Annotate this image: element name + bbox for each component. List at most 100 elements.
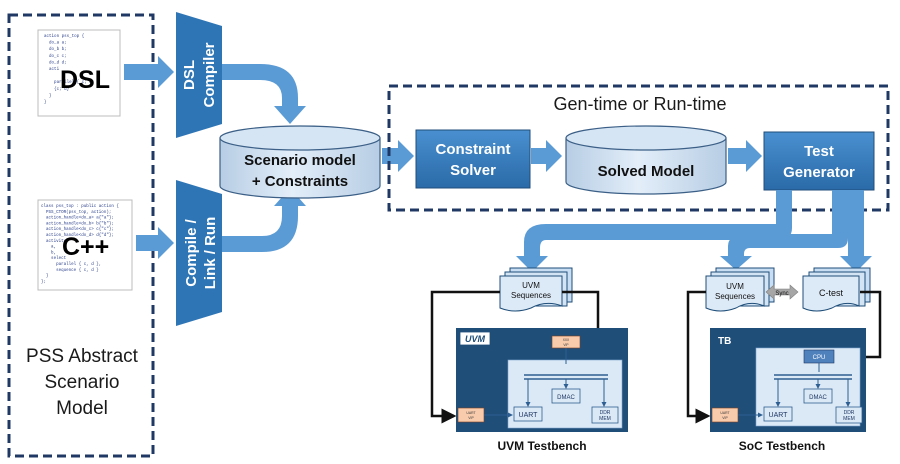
code-line: {c; d} bbox=[44, 87, 70, 92]
compile-link-run-box: Compile / Link / Run bbox=[176, 180, 222, 326]
uvm-ddr-line1: DDR bbox=[600, 410, 611, 416]
uvm-seq-right-line1: UVM bbox=[726, 282, 744, 291]
code-line: } bbox=[44, 93, 52, 98]
scenario-model-cylinder: Scenario model + Constraints bbox=[219, 125, 381, 199]
soc-ddr-block: DDR MEM bbox=[835, 406, 863, 424]
gen-time-region bbox=[387, 84, 890, 212]
code-line: activity bbox=[41, 239, 67, 244]
uvm-uart-vip: UART VIP bbox=[457, 407, 485, 423]
uvm-seq-left-line2: Sequences bbox=[511, 291, 551, 300]
soc-uart-vip: UART VIP bbox=[711, 407, 739, 423]
code-line: do_a a; bbox=[44, 41, 67, 46]
uvm-uart-block: UART bbox=[513, 406, 543, 422]
test-generator-box: Test Generator bbox=[763, 131, 875, 191]
soc-uart-vip-line2: VIP bbox=[722, 416, 728, 420]
dsl-big-label: DSL bbox=[60, 66, 110, 94]
uvm-uart-label: UART bbox=[519, 412, 539, 419]
soc-uart-block: UART bbox=[763, 406, 793, 422]
sync-arrow: Sync bbox=[765, 284, 799, 300]
dsl-compiler-box: DSL Compiler bbox=[176, 12, 222, 138]
code-line: action_handle<do_a> a{"a"}; bbox=[41, 216, 114, 221]
soc-ddr-line2: MEM bbox=[843, 416, 855, 422]
test-generator-line2: Generator bbox=[783, 164, 855, 181]
scenario-model-line1: Scenario model bbox=[244, 152, 356, 169]
code-line: } bbox=[44, 100, 47, 105]
arrow-dsl-to-compiler bbox=[124, 56, 174, 88]
constraint-solver-box: Constraint Solver bbox=[415, 129, 531, 189]
uvm-dmac-label: DMAC bbox=[557, 395, 575, 401]
soc-ddr-line1: DDR bbox=[844, 410, 855, 416]
soc-testbench-caption: SoC Testbench bbox=[739, 439, 825, 453]
c-test-label: C-test bbox=[819, 288, 844, 298]
uvm-sequences-right: UVM Sequences bbox=[705, 267, 775, 312]
code-line: class pss_top : public action { bbox=[41, 204, 119, 209]
soc-cpu-label: CPU bbox=[813, 355, 826, 361]
code-line: action_handle<do_b> b{"b"}; bbox=[41, 221, 114, 226]
code-line: sequence { c, d } bbox=[41, 268, 99, 273]
arrow-compiler-to-scenario bbox=[222, 64, 306, 124]
arrow-generator-to-right-uvm bbox=[720, 190, 848, 270]
soc-cpu-block: CPU bbox=[803, 349, 835, 364]
uvm-dmac-block: DMAC bbox=[551, 388, 581, 404]
code-line: b, bbox=[41, 250, 56, 255]
uvm-top-vip: XXX VIP bbox=[551, 335, 581, 349]
arrow-model-to-generator bbox=[728, 140, 762, 172]
soc-dmac-label: DMAC bbox=[809, 395, 827, 401]
soc-tb-label: TB bbox=[718, 336, 731, 347]
arrow-scenario-to-solver bbox=[382, 140, 414, 172]
solved-model-cylinder: Solved Model bbox=[565, 125, 727, 195]
uvm-top-vip-line1: XXX bbox=[563, 338, 570, 342]
arrow-cpp-to-compile bbox=[136, 227, 174, 259]
code-line: do_c c; bbox=[44, 54, 67, 59]
code-line: PSS_CTOR(pss_top, action); bbox=[41, 210, 111, 215]
uvm-logo-text: UVM bbox=[465, 334, 486, 344]
solved-model-label: Solved Model bbox=[598, 163, 695, 180]
uvm-left-connector-left bbox=[430, 290, 500, 424]
uvm-ddr-line2: MEM bbox=[599, 416, 611, 422]
code-line: parallel { c, d }, bbox=[41, 262, 101, 267]
cpp-code-card: class pss_top : public action { PSS_CTOR… bbox=[37, 199, 133, 291]
uvm-sequences-left: UVM Sequences bbox=[499, 267, 573, 312]
c-test-doc: C-test bbox=[802, 267, 871, 312]
dsl-code-text: action pss_top { do_a a; do_b b; do_c c;… bbox=[44, 34, 94, 105]
uvm-testbench-caption: UVM Testbench bbox=[497, 439, 586, 453]
soc-uart-vip-line1: UART bbox=[720, 411, 729, 415]
code-line: }; bbox=[41, 279, 46, 284]
pss-label-line1: PSS Abstract bbox=[26, 346, 139, 367]
code-line: action_handle<do_c> c{"c"}; bbox=[41, 227, 114, 232]
uvm-logo: UVM bbox=[459, 331, 491, 346]
pss-label-line2: Scenario bbox=[45, 372, 120, 393]
code-line: a, bbox=[41, 246, 56, 250]
uvm-uart-vip-line1: UART bbox=[466, 411, 475, 415]
dsl-compiler-line2: Compiler bbox=[201, 42, 218, 107]
code-line: action pss_top { bbox=[44, 34, 85, 39]
code-line: do_b b; bbox=[44, 47, 67, 52]
code-line: select bbox=[41, 256, 67, 261]
cpp-code-text: class pss_top : public action { PSS_CTOR… bbox=[41, 204, 119, 284]
code-line: acti bbox=[44, 67, 60, 72]
arrow-generator-to-ctest bbox=[840, 190, 872, 272]
arrow-solver-to-model bbox=[531, 140, 562, 172]
constraint-solver-line1: Constraint bbox=[436, 141, 511, 158]
uvm-ddr-block: DDR MEM bbox=[591, 406, 619, 424]
uvm-seq-right-line2: Sequences bbox=[715, 292, 755, 301]
uvm-top-vip-line2: VIP bbox=[563, 343, 568, 347]
gen-time-label: Gen-time or Run-time bbox=[553, 94, 726, 114]
code-line: do_d d; bbox=[44, 60, 67, 65]
test-generator-line1: Test bbox=[804, 143, 834, 160]
uvm-uart-vip-line2: VIP bbox=[468, 416, 474, 420]
sync-label: Sync bbox=[775, 291, 788, 297]
arrow-compile-to-scenario bbox=[222, 188, 306, 252]
dsl-compiler-line1: DSL bbox=[181, 60, 198, 90]
code-line: action_handle<do_d> d{"d"}; bbox=[41, 233, 114, 238]
pss-label-line3: Model bbox=[56, 398, 108, 419]
soc-connector-left bbox=[686, 290, 711, 424]
dsl-code-card: action pss_top { do_a a; do_b b; do_c c;… bbox=[37, 29, 121, 117]
soc-dmac-block: DMAC bbox=[803, 388, 833, 404]
uvm-seq-left-line1: UVM bbox=[522, 281, 540, 290]
code-line: parallel { c; d; bbox=[44, 80, 94, 85]
cpp-big-label: C++ bbox=[62, 233, 109, 261]
constraint-solver-line2: Solver bbox=[450, 162, 496, 179]
code-line: } bbox=[41, 274, 49, 279]
